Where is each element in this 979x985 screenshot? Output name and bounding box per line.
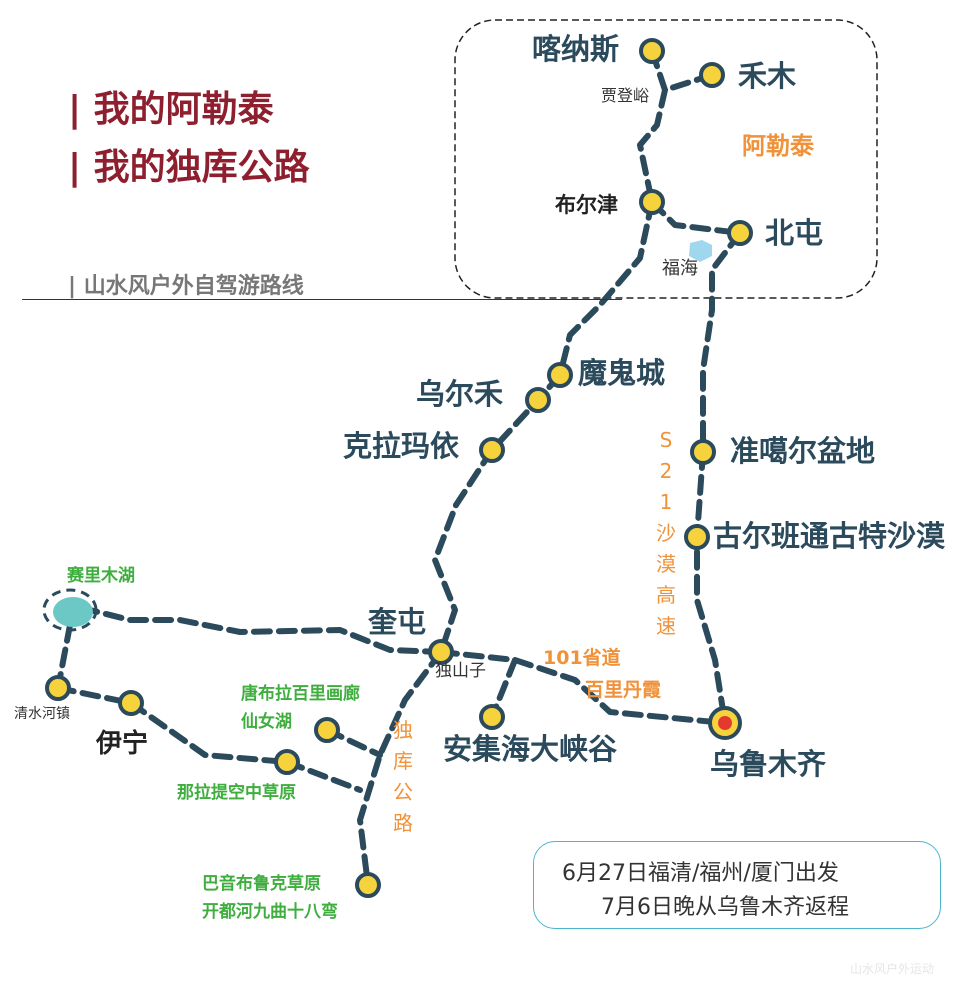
route-duku (357, 649, 444, 888)
label-provincial-101: 101省道 (543, 647, 621, 669)
stop-wuerhe (525, 387, 551, 413)
route-kuitun-sayram (87, 607, 444, 655)
label-kaiduhe: 开都河九曲十八弯 (202, 902, 338, 922)
watermark: 山水风户外运动 (850, 962, 935, 976)
label-burqin: 布尔津 (555, 193, 618, 217)
sayram-lake-outline (42, 588, 98, 632)
subtitle: | 山水风户外自驾游路线 (68, 274, 304, 299)
route-yining-nalati (128, 700, 290, 765)
altay-region-frame (454, 19, 878, 299)
label-hemu: 禾木 (738, 59, 797, 93)
label-moguicheng: 魔鬼城 (578, 356, 666, 390)
sayram-lake (53, 597, 93, 627)
label-kuitun: 奎屯 (368, 605, 427, 639)
label-jiadengyu: 贾登峪 (601, 86, 650, 105)
trip-note-return: 7月6日晚从乌鲁木齐返程 (601, 895, 849, 920)
label-junggar: 准噶尔盆地 (730, 434, 876, 468)
stop-kuitun (428, 639, 454, 665)
label-fuhai: 福海 (662, 258, 698, 279)
label-s21-highway: S21沙漠高速 (656, 428, 676, 638)
label-yining: 伊宁 (96, 729, 149, 759)
label-anjihai: 安集海大峡谷 (443, 732, 618, 766)
stop-xiannvhu (314, 717, 340, 743)
route-jiadengyu-burqin (637, 87, 668, 205)
route-burqin-beitun (649, 199, 743, 236)
route-beitun-fuhai-s21 (700, 230, 743, 455)
label-urumqi: 乌鲁木齐 (710, 747, 827, 781)
stop-junggar (690, 439, 716, 465)
title-line-1: | 我的阿勒泰 (68, 89, 274, 130)
label-danxia: 百里丹霞 (585, 679, 662, 701)
trip-note-departure: 6月27日福清/福州/厦门出发 (562, 861, 839, 886)
trip-note-box (533, 841, 941, 929)
label-bayinbuluke: 巴音布鲁克草原 (202, 874, 321, 894)
title-line-2: | 我的独库公路 (68, 147, 310, 188)
label-tangbula: 唐布拉百里画廊 (241, 684, 360, 704)
route-s21-urumqi (694, 449, 728, 726)
stop-nalati (274, 749, 300, 775)
stop-qingshuihe (45, 675, 71, 701)
label-xiannvhu: 仙女湖 (241, 712, 292, 732)
route-nalati-junction (284, 759, 363, 793)
stop-kanas (639, 38, 665, 64)
label-wuerhe: 乌尔禾 (416, 377, 504, 411)
label-kanas: 喀纳斯 (532, 32, 620, 66)
route-karamay-kuitun (432, 447, 495, 655)
stop-anjihai (479, 704, 505, 730)
label-duku-highway: 独库公路 (393, 718, 413, 835)
route-burqin-moguicheng (557, 199, 655, 378)
label-gurbantunggut: 古尔班通古特沙漠 (713, 519, 946, 553)
stop-karamay (479, 437, 505, 463)
stop-moguicheng (547, 362, 573, 388)
label-qingshuihe: 清水河镇 (14, 706, 70, 722)
stop-beitun (727, 220, 753, 246)
stop-hemu (699, 62, 725, 88)
stop-gurbantunggut (684, 524, 710, 550)
label-dushanzi: 独山子 (435, 661, 486, 681)
region-label-altay: 阿勒泰 (742, 132, 814, 160)
label-sayram: 赛里木湖 (67, 566, 135, 586)
label-karamay: 克拉玛依 (343, 429, 460, 463)
label-nalati: 那拉提空中草原 (177, 783, 296, 803)
stop-yining (118, 690, 144, 716)
stop-burqin (639, 189, 665, 215)
divider (22, 299, 622, 300)
stop-urumqi-center (718, 716, 732, 730)
route-kuitun-urumqi (438, 649, 728, 726)
label-beitun: 北屯 (765, 216, 824, 250)
stop-bayinbuluke (355, 872, 381, 898)
fuhai-lake (689, 240, 712, 262)
